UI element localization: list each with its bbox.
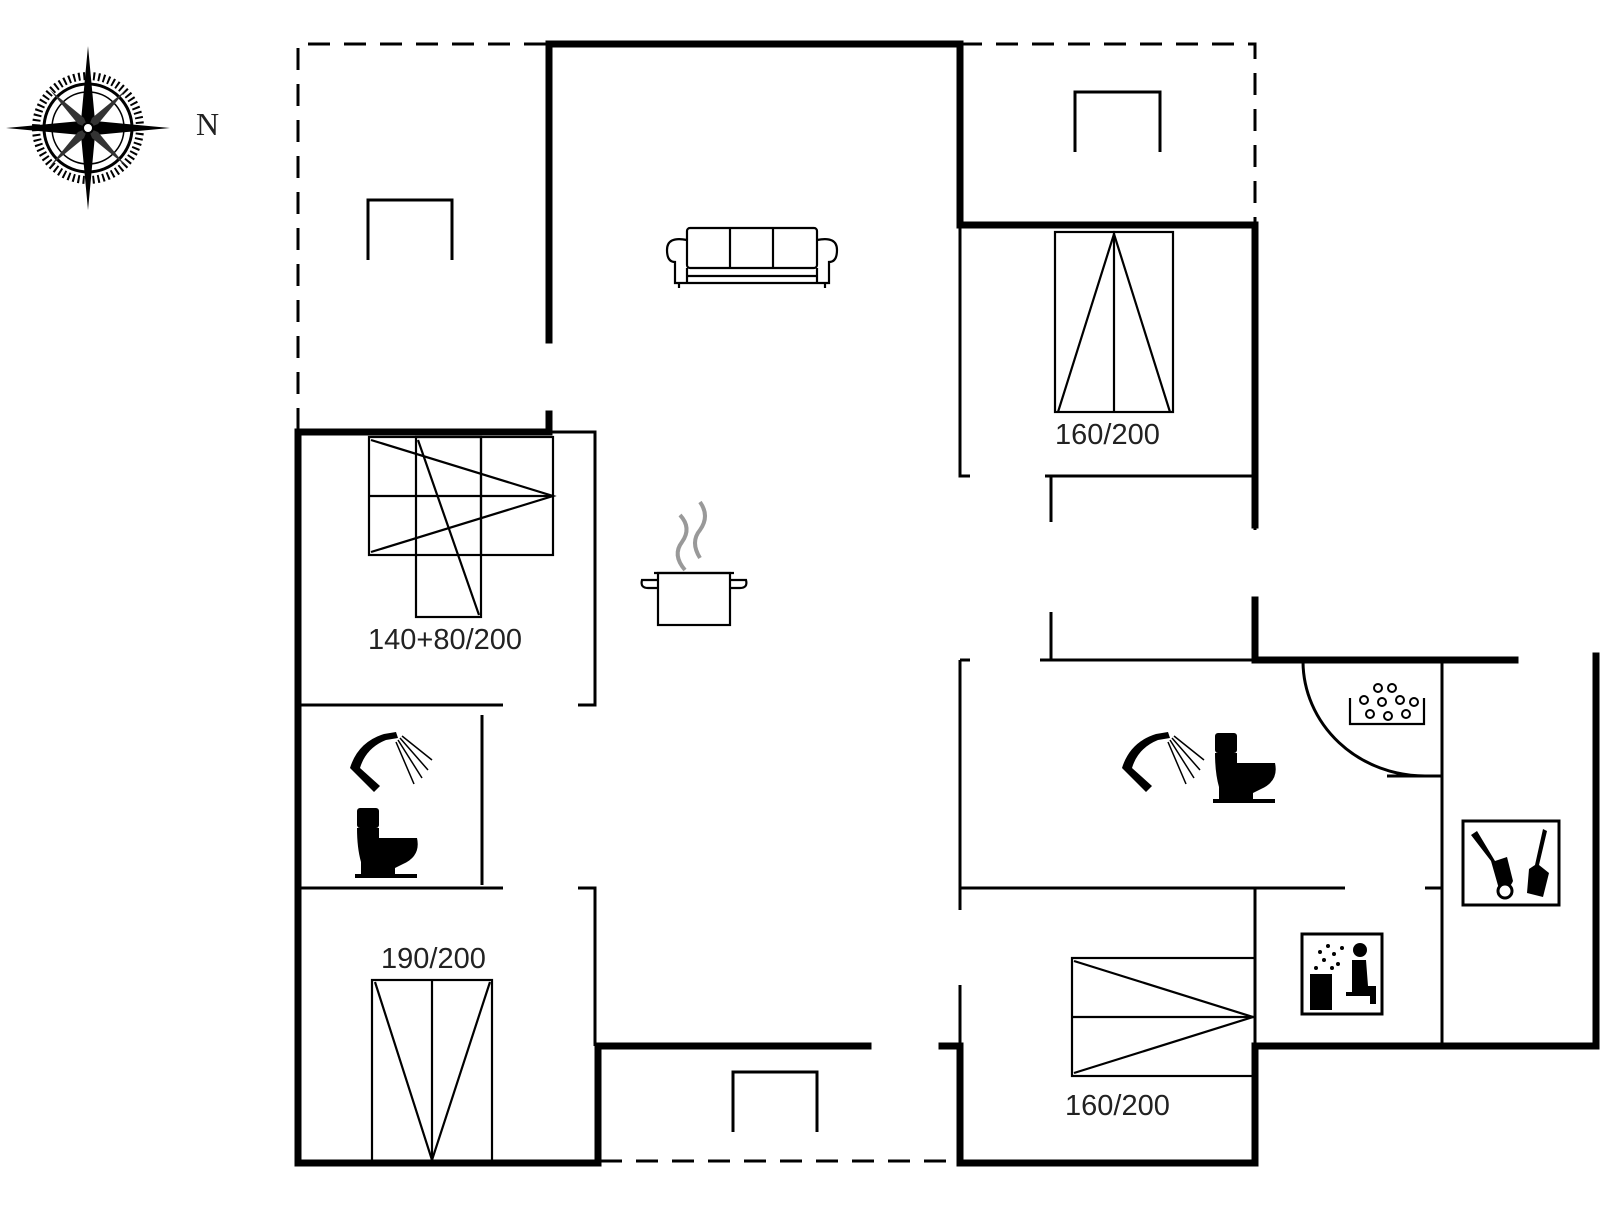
terrace-outline xyxy=(296,42,1257,1163)
washing-machine-icon xyxy=(1348,683,1426,726)
sauna-icon xyxy=(1300,932,1384,1016)
double-bed-icon xyxy=(370,978,494,1165)
bed-size-label: 190/200 xyxy=(381,943,486,975)
compass-rose-icon xyxy=(6,46,170,210)
bed-size-label: 160/200 xyxy=(1065,1090,1170,1122)
bed-size-label: 160/200 xyxy=(1055,419,1160,451)
cleaning-tools-icon xyxy=(1461,819,1561,907)
interior-walls xyxy=(298,225,1444,1046)
terrace-grill-icons xyxy=(366,90,1162,1132)
shower-icon xyxy=(1122,732,1205,792)
toilet-icon xyxy=(1213,733,1276,803)
bed-size-label: 140+80/200 xyxy=(368,624,522,656)
toilet-icon xyxy=(355,808,418,878)
shower-icon xyxy=(350,732,433,792)
cooking-pot-icon xyxy=(640,500,748,627)
bunk-bed-icon xyxy=(367,435,557,619)
double-bed-icon xyxy=(1053,230,1175,414)
double-bed-icon xyxy=(1070,956,1257,1078)
compass-north-label: N xyxy=(196,106,219,142)
sofa-icon xyxy=(665,226,839,288)
